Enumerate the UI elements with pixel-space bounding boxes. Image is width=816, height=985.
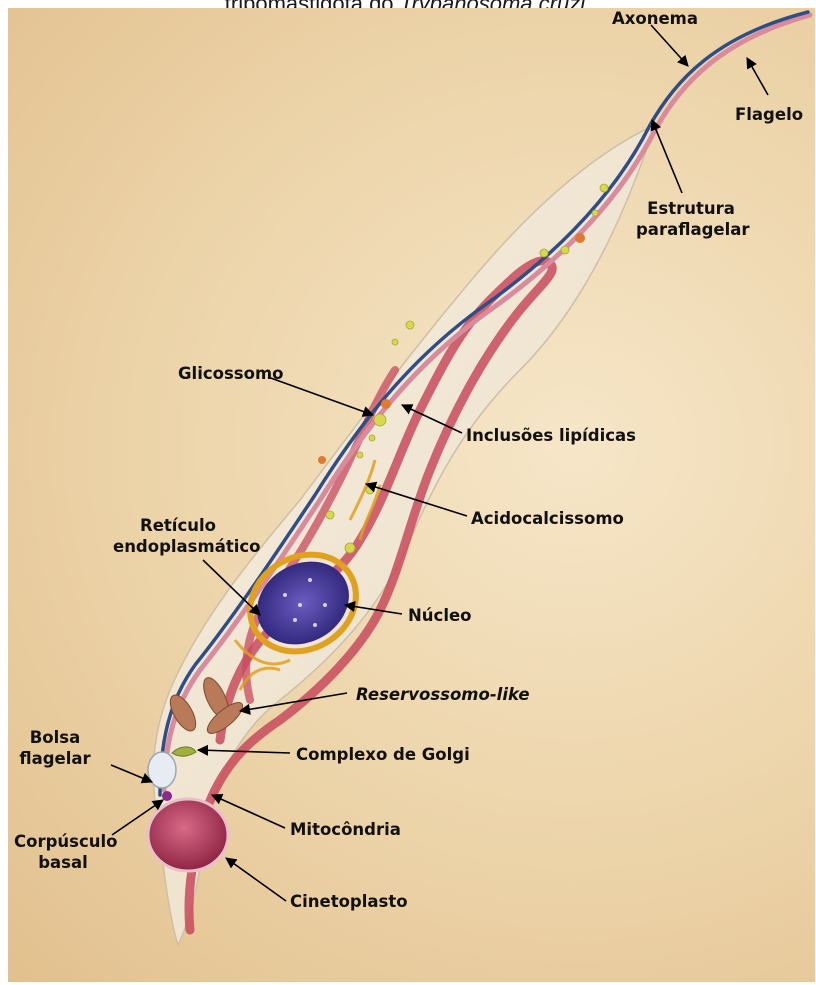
label-reservossomo-like: Reservossomo-like — [356, 684, 530, 705]
label-axonema: Axonema — [612, 8, 698, 29]
label-estrutura-paraflagelar: Estrutura paraflagelar — [636, 198, 746, 240]
flagellar-pocket — [148, 752, 176, 788]
label-flagelo: Flagelo — [735, 104, 803, 125]
label-glicossomo: Glicossomo — [178, 363, 283, 384]
label-bolsa-line2: flagelar — [18, 748, 92, 769]
label-acidocalcissomo: Acidocalcissomo — [471, 508, 624, 529]
label-corpusculo-basal: Corpúsculo basal — [14, 831, 112, 873]
basal-body — [162, 791, 172, 801]
label-mitocondria: Mitocôndria — [290, 819, 401, 840]
label-complexo-de-golgi: Complexo de Golgi — [296, 744, 470, 765]
label-estrutura-line1: Estrutura — [636, 198, 746, 219]
label-reticulo-endoplasmatico: Retículo endoplasmático — [113, 515, 243, 557]
label-reticulo-line1: Retículo — [113, 515, 243, 536]
kinetoplast — [148, 799, 228, 871]
label-estrutura-line2: paraflagelar — [636, 219, 746, 240]
label-nucleo: Núcleo — [408, 605, 472, 626]
label-inclusoes-lipidicas: Inclusões lipídicas — [466, 425, 636, 446]
label-corpusculo-line1: Corpúsculo — [14, 831, 112, 852]
label-cinetoplasto: Cinetoplasto — [290, 891, 408, 912]
label-bolsa-flagelar: Bolsa flagelar — [18, 727, 92, 769]
label-corpusculo-line2: basal — [14, 852, 112, 873]
label-reticulo-line2: endoplasmático — [113, 536, 243, 557]
label-bolsa-line1: Bolsa — [18, 727, 92, 748]
